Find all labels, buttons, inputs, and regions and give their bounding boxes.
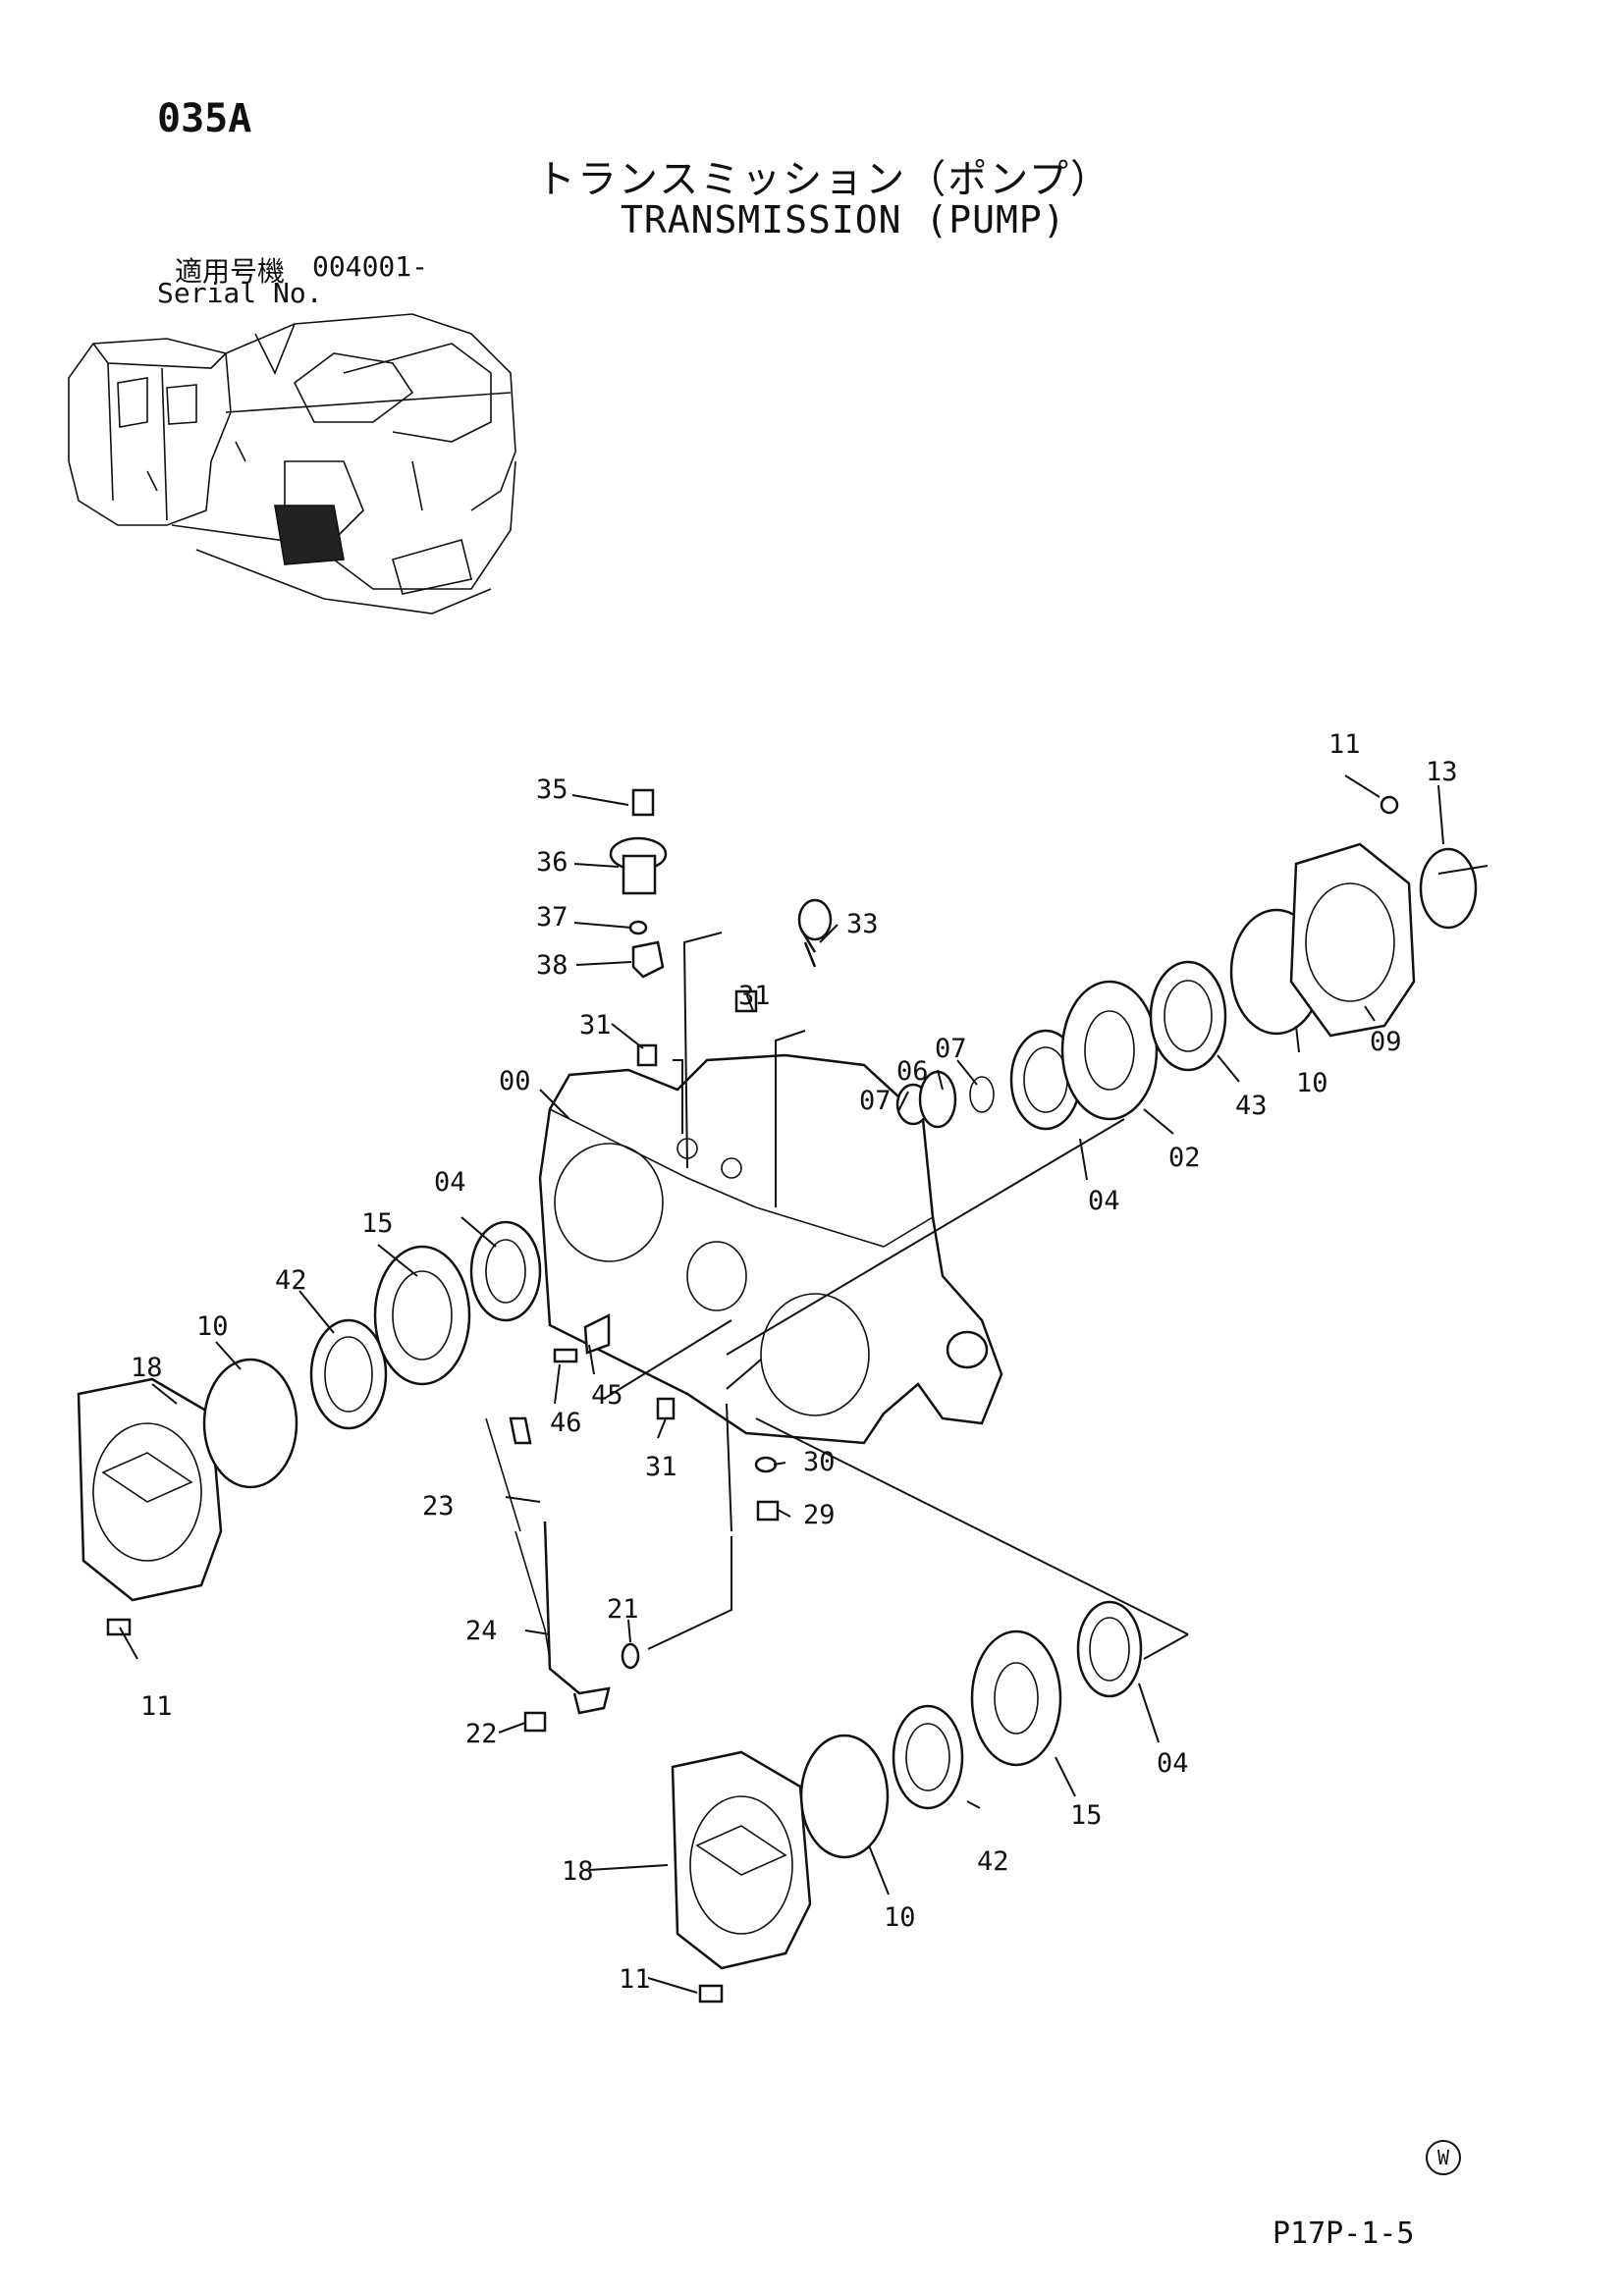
callout-10-right: 10 [1296, 1068, 1328, 1098]
callout-42-upper: 42 [275, 1265, 307, 1296]
callout-10-left: 10 [196, 1311, 229, 1342]
page-reference-code: P17P-1-5 [1272, 2216, 1415, 2251]
transmission-housing [538, 1053, 1003, 1445]
callout-31-top: 31 [738, 981, 771, 1011]
serial-label-english: Serial No. [157, 277, 323, 309]
callout-30: 30 [803, 1447, 836, 1477]
left-gear-assembly [77, 1220, 542, 1602]
callout-09: 09 [1370, 1027, 1402, 1057]
callout-37: 37 [536, 902, 568, 933]
callout-04-upper-right: 04 [1088, 1186, 1120, 1216]
callout-10-lower: 10 [884, 1902, 916, 1933]
title-japanese: トランスミッション（ポンプ） [536, 157, 1111, 202]
callout-45: 45 [591, 1380, 623, 1411]
upper-right-gear-assembly [895, 795, 1478, 1131]
callout-11-top-right: 11 [1328, 729, 1361, 760]
callout-04-left: 04 [434, 1167, 466, 1198]
callout-38: 38 [536, 950, 568, 981]
serial-label-japanese: 適用号機 [175, 255, 286, 288]
callout-15-upper: 15 [361, 1208, 394, 1239]
callout-11-left: 11 [140, 1691, 173, 1722]
callout-13: 13 [1426, 757, 1458, 787]
title-english: TRANSMISSION (PUMP) [621, 198, 1066, 241]
callout-23: 23 [422, 1491, 455, 1522]
serial-number-value: 004001- [312, 250, 429, 283]
callout-15-lower: 15 [1070, 1800, 1103, 1831]
callout-35: 35 [536, 774, 568, 805]
callout-42-lower: 42 [977, 1846, 1009, 1877]
callout-leaders [119, 774, 1489, 1994]
revision-mark: W [1426, 2140, 1461, 2175]
callout-31-left: 31 [579, 1010, 612, 1041]
callout-24: 24 [465, 1616, 498, 1646]
callout-29: 29 [803, 1500, 836, 1530]
callout-22: 22 [465, 1719, 498, 1749]
excavator-overview-illustration [68, 313, 516, 614]
callout-18-lower: 18 [562, 1856, 594, 1887]
fittings-and-bolts [106, 788, 833, 2003]
callout-36: 36 [536, 847, 568, 878]
callout-04-lower-right: 04 [1157, 1748, 1189, 1779]
callout-06: 06 [896, 1056, 929, 1087]
callout-31-lower: 31 [645, 1452, 677, 1482]
callout-11-lower: 11 [619, 1964, 651, 1995]
callout-18-upper: 18 [131, 1353, 163, 1383]
page-code: 035A [157, 96, 252, 141]
callout-33: 33 [846, 909, 879, 939]
callout-labels: 35 36 37 38 33 31 31 00 04 15 42 10 18 1… [131, 729, 1458, 1995]
callout-46: 46 [550, 1408, 582, 1438]
callout-07-left: 07 [859, 1086, 892, 1116]
callout-21: 21 [607, 1594, 639, 1625]
callout-02: 02 [1168, 1143, 1201, 1173]
callout-07-right: 07 [935, 1034, 967, 1064]
callout-00: 00 [499, 1066, 531, 1096]
callout-43: 43 [1235, 1091, 1268, 1121]
lower-right-gear-assembly [671, 1600, 1143, 1970]
